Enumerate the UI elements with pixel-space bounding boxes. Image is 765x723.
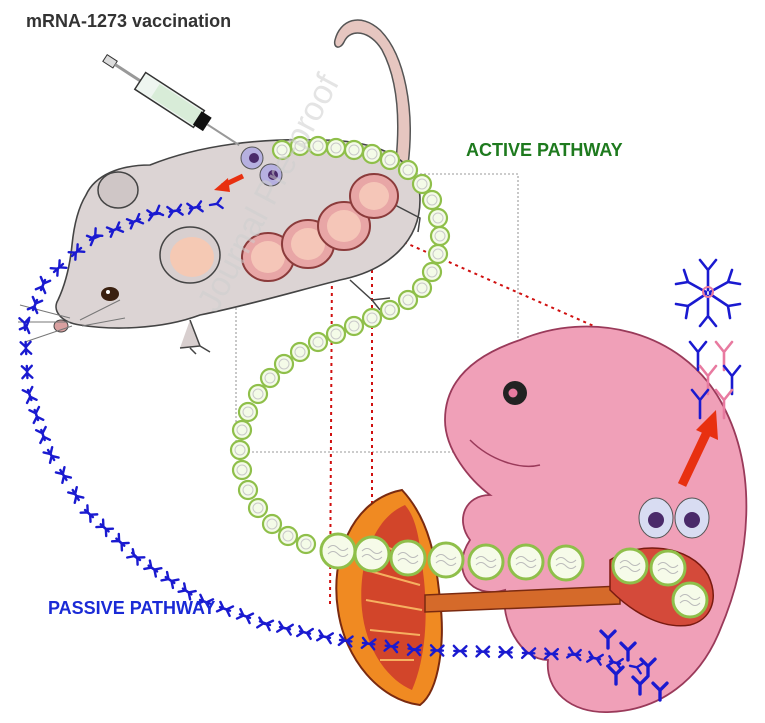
figure-title: mRNA-1273 vaccination xyxy=(26,11,232,31)
antibody-mark xyxy=(79,504,98,522)
active-pathway-label: ACTIVE PATHWAY xyxy=(466,140,623,160)
antibody-mark xyxy=(95,518,114,537)
zoom-connector-lines xyxy=(329,227,615,606)
antibody-mark xyxy=(110,532,129,551)
fetal-liver xyxy=(609,547,714,627)
immune-cell-icon xyxy=(240,146,283,187)
syringe-icon xyxy=(102,53,240,146)
antibody-icon xyxy=(674,258,742,420)
antibody-production-arrow xyxy=(677,410,718,487)
mouse-icon xyxy=(18,19,421,355)
passive-pathway-label: PASSIVE PATHWAY xyxy=(48,598,216,618)
uterine-embryos xyxy=(241,173,399,282)
fetal-immune-cells xyxy=(638,497,710,539)
